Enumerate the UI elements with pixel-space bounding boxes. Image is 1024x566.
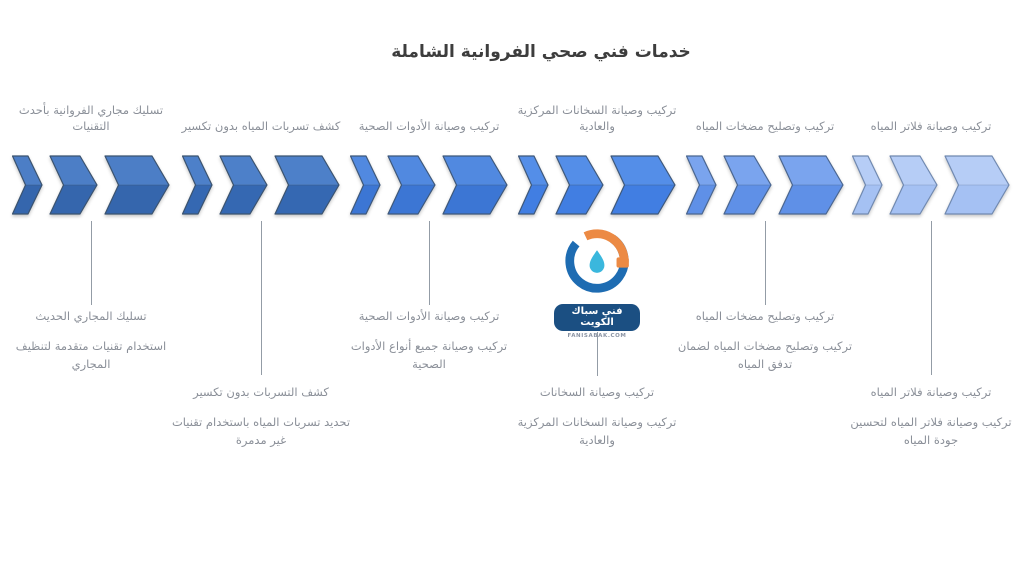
page-title: خدمات فني صحي الفروانية الشاملة	[391, 42, 691, 62]
note-secondary: تركيب وتصليح مضخات المياه لضمان تدفق الم…	[677, 339, 853, 371]
chevron-arrows-icon	[517, 155, 676, 215]
service-notes: تركيب وصيانة فلاتر المياه تركيب وصيانة ف…	[838, 384, 1024, 449]
note-secondary: تركيب وصيانة فلاتر المياه لتحسين جودة ال…	[850, 415, 1012, 447]
connector-line	[91, 221, 92, 305]
service-notes: تركيب وصيانة السخانات تركيب وصيانة السخا…	[504, 384, 690, 449]
service-header: تركيب وصيانة السخانات المركزية والعادية	[517, 102, 677, 133]
note-primary: كشف التسربات بدون تكسير	[193, 385, 329, 399]
plumber-logo-icon	[565, 229, 629, 293]
chevron-arrows-icon	[851, 155, 1010, 215]
note-primary: تركيب وتصليح مضخات المياه	[695, 309, 835, 323]
note-secondary: تركيب وصيانة السخانات المركزية والعادية	[517, 415, 677, 447]
service-column-3: تركيب وصيانة الأدوات الصحية تركيب وصيانة…	[346, 0, 512, 566]
chevron-arrows-icon	[685, 155, 844, 215]
service-column-6: تركيب وصيانة فلاتر المياه تركيب وصيانة ف…	[848, 0, 1014, 566]
note-secondary: تركيب وصيانة جميع أنواع الأدوات الصحية	[350, 339, 508, 371]
note-primary: تركيب وصيانة فلاتر المياه	[870, 385, 992, 399]
service-notes: تركيب وتصليح مضخات المياه تركيب وتصليح م…	[672, 308, 858, 373]
service-header: تركيب وصيانة الأدوات الصحية	[358, 118, 500, 133]
connector-line	[597, 332, 598, 376]
service-header: تسليك مجاري الفروانية بأحدث التقنيات	[18, 102, 164, 133]
note-primary: تركيب وصيانة الأدوات الصحية	[358, 309, 500, 323]
service-column-1: تسليك مجاري الفروانية بأحدث التقنيات تسل…	[8, 0, 174, 566]
chevron-arrows-icon	[181, 155, 340, 215]
chevron-arrows-icon	[349, 155, 508, 215]
service-notes: تركيب وصيانة الأدوات الصحية تركيب وصيانة…	[336, 308, 522, 373]
note-secondary: استخدام تقنيات متقدمة لتنظيف المجاري	[15, 339, 167, 371]
service-notes: كشف التسربات بدون تكسير تحديد تسربات الم…	[168, 384, 354, 449]
service-column-5: تركيب وتصليح مضخات المياه تركيب وتصليح م…	[678, 0, 852, 566]
service-header: تركيب وتصليح مضخات المياه	[695, 118, 835, 133]
connector-line	[261, 221, 262, 375]
service-header: كشف تسربات المياه بدون تكسير	[181, 118, 341, 133]
service-notes: تسليك المجاري الحديث استخدام تقنيات متقد…	[0, 308, 184, 373]
note-primary: تركيب وصيانة السخانات	[539, 385, 655, 399]
chevron-arrows-icon	[11, 155, 170, 215]
logo-banner: فني سباك الكويت	[554, 304, 640, 331]
connector-line	[931, 221, 932, 375]
note-secondary: تحديد تسربات المياه باستخدام تقنيات غير …	[171, 415, 351, 447]
logo-website: FANISABAK.COM	[542, 333, 652, 339]
service-header: تركيب وصيانة فلاتر المياه	[870, 118, 992, 133]
connector-line	[429, 221, 430, 305]
service-column-4: تركيب وصيانة السخانات المركزية والعادية …	[514, 0, 680, 566]
connector-line	[765, 221, 766, 305]
note-primary: تسليك المجاري الحديث	[35, 309, 147, 323]
company-logo: فني سباك الكويت FANISABAK.COM	[542, 224, 652, 339]
service-column-2: كشف تسربات المياه بدون تكسير كشف التسربا…	[172, 0, 350, 566]
